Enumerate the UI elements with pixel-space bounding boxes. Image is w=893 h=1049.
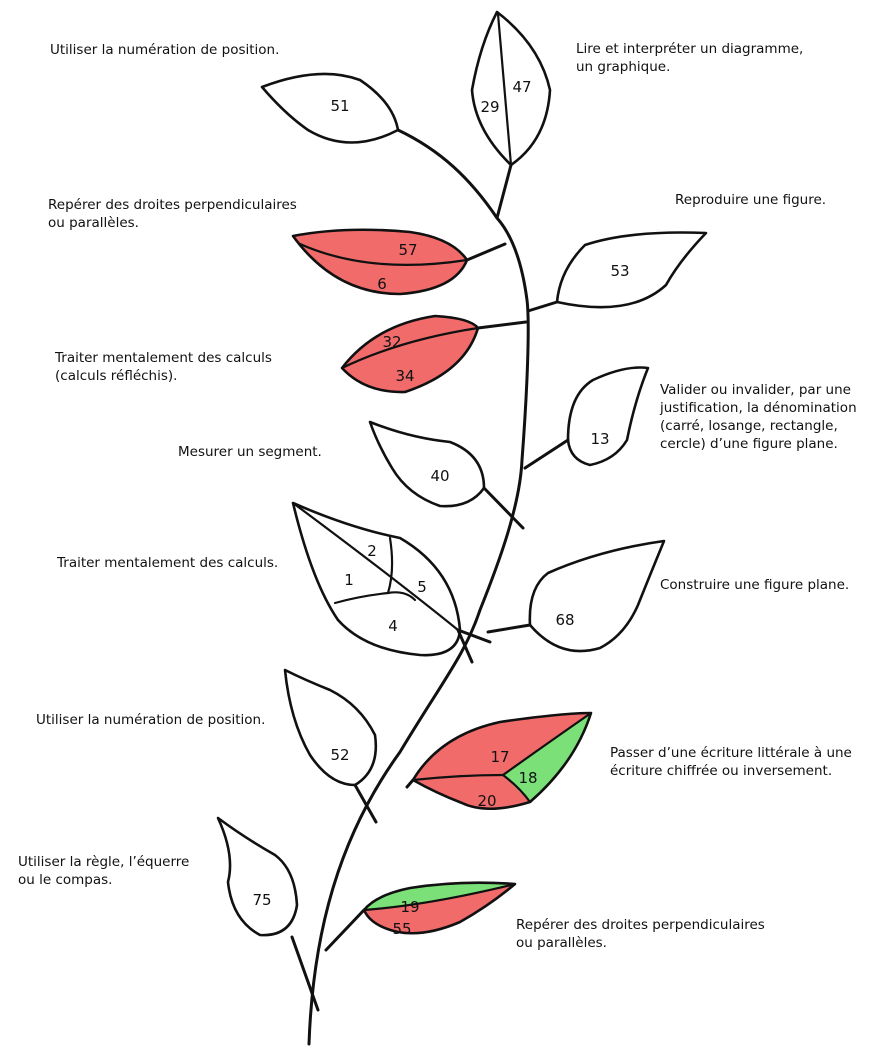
score-calculs-reflechis-upper: 32: [382, 333, 401, 351]
label-valider: Valider ou invalider, par une justificat…: [660, 381, 857, 453]
label-construire: Construire une figure plane.: [660, 576, 849, 594]
label-reproduire: Reproduire une figure.: [675, 191, 826, 209]
score-construire: 68: [555, 611, 574, 629]
score-numeration-bottom: 52: [330, 746, 349, 764]
label-calculs-reflechis: Traiter mentalement des calculs (calculs…: [55, 349, 272, 385]
leaf-numeration-bottom: 52: [285, 670, 376, 785]
label-mesurer: Mesurer un segment.: [178, 443, 322, 461]
score-calculs-4: 4: [388, 617, 398, 635]
score-perpendiculaires-bottom-lower: 55: [392, 920, 411, 938]
leaf-valider: 13: [568, 368, 648, 466]
label-numeration-bottom: Utiliser la numération de position.: [36, 711, 265, 729]
leaf-regle: 75: [218, 818, 297, 935]
label-numeration-top: Utiliser la numération de position.: [50, 41, 279, 59]
leaf-ecriture: 17 18 20: [405, 705, 605, 825]
score-calculs-2: 2: [367, 542, 377, 560]
score-perpendiculaires-top-lower: 6: [377, 275, 387, 293]
leaf-construire: 68: [530, 541, 664, 651]
score-diagramme-left: 29: [480, 98, 499, 116]
score-reproduire: 53: [610, 262, 629, 280]
leaf-perpendiculaires-top: 57 6: [280, 220, 480, 300]
label-ecriture: Passer d’une écriture littérale à une éc…: [610, 744, 852, 780]
leaf-mesurer: 40: [370, 422, 484, 506]
score-ecriture-17: 17: [490, 748, 509, 766]
score-calculs-5: 5: [417, 578, 427, 596]
score-ecriture-20: 20: [477, 792, 496, 810]
leaf-calculs-reflechis: 32 34: [330, 305, 490, 400]
score-regle: 75: [252, 891, 271, 909]
score-valider: 13: [590, 430, 609, 448]
score-diagramme-right: 47: [512, 78, 531, 96]
score-mesurer: 40: [430, 467, 449, 485]
score-ecriture-18: 18: [518, 769, 537, 787]
leaf-diagramme: 29 47: [472, 12, 550, 165]
label-perpendiculaires-bottom: Repérer des droites perpendiculaires ou …: [516, 916, 765, 952]
leaf-perpendiculaires-bottom: 19 55: [355, 870, 525, 945]
label-diagramme: Lire et interpréter un diagramme, un gra…: [576, 40, 803, 76]
label-calculs: Traiter mentalement des calculs.: [57, 554, 278, 572]
score-numeration-top: 51: [330, 97, 349, 115]
score-perpendiculaires-top-upper: 57: [398, 241, 417, 259]
score-calculs-reflechis-lower: 34: [395, 367, 414, 385]
leaf-calculs: 2 1 5 4: [293, 503, 460, 655]
label-perpendiculaires-top: Repérer des droites perpendiculaires ou …: [48, 196, 297, 232]
score-calculs-1: 1: [344, 571, 354, 589]
leaf-reproduire: 53: [557, 233, 706, 308]
leaf-numeration-top: 51: [262, 74, 398, 143]
score-perpendiculaires-bottom-upper: 19: [400, 898, 419, 916]
label-regle: Utiliser la règle, l’équerre ou le compa…: [18, 853, 189, 889]
